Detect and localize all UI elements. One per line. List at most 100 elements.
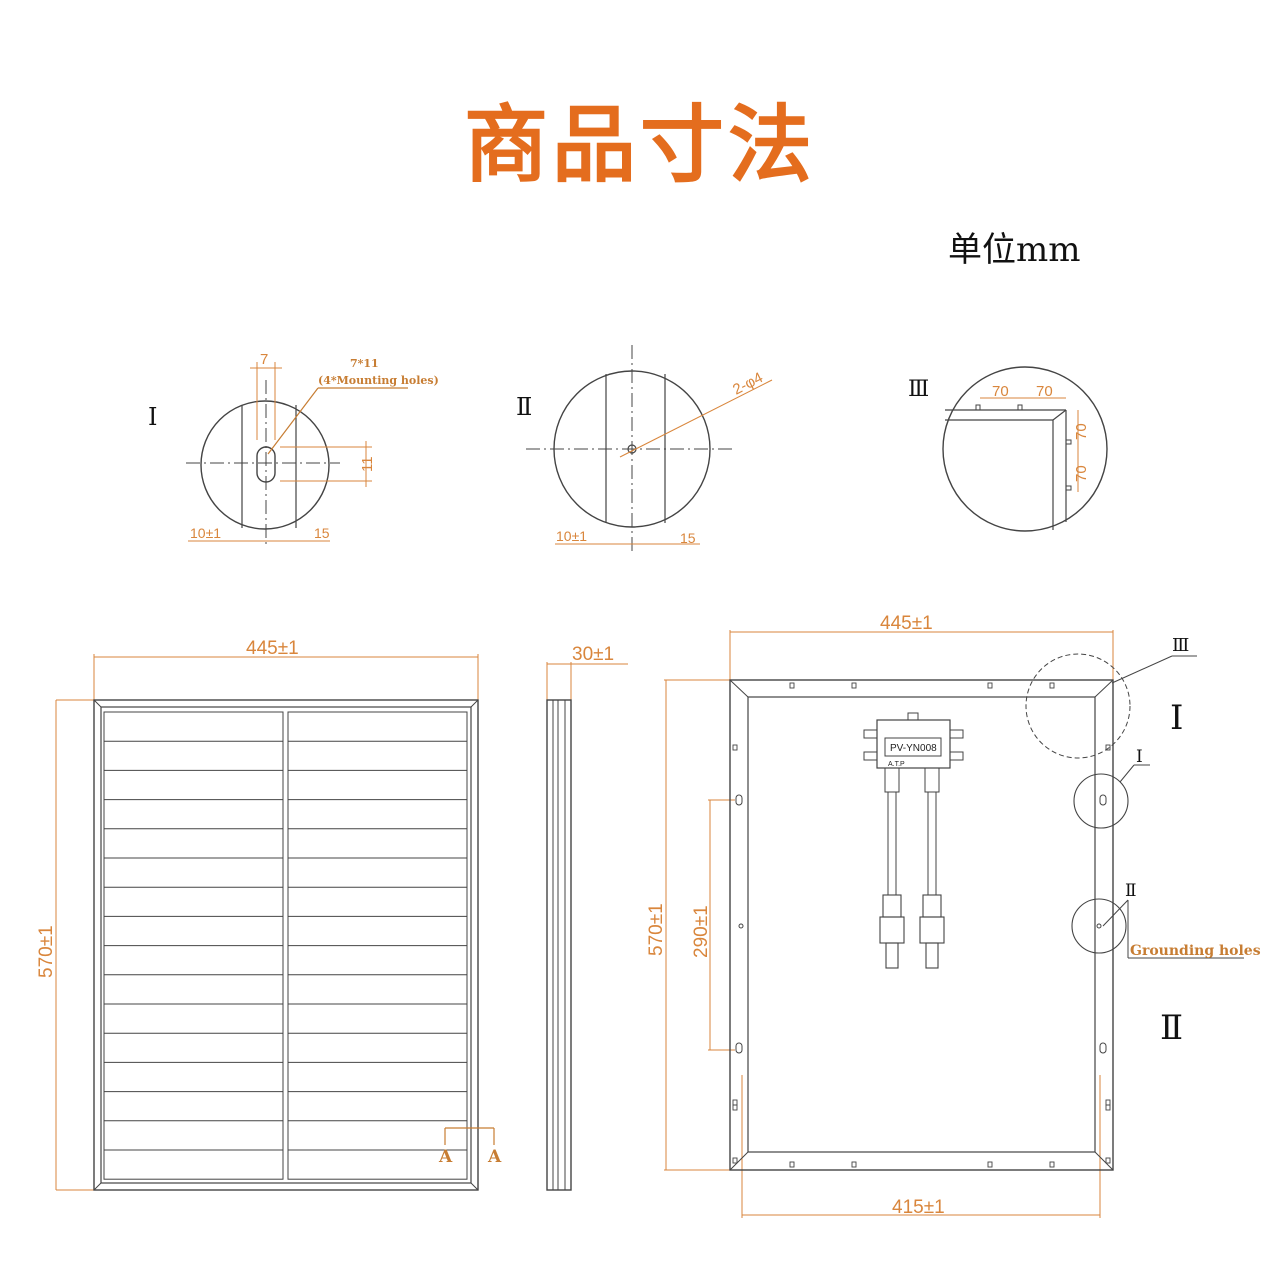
junction-box-label: PV-YN008 <box>890 743 937 754</box>
junction-box-tab <box>949 751 964 761</box>
section-mark-left: A <box>438 1147 453 1167</box>
back-frame-corner <box>729 679 749 698</box>
connector-right <box>925 942 939 969</box>
frame-notch <box>732 744 738 751</box>
detail-3-mount-notch <box>1017 404 1023 411</box>
junction-box-clip <box>907 712 919 721</box>
detail-2-offset-dim: 10±1 <box>556 528 587 544</box>
leader-line <box>1119 764 1135 783</box>
detail-1: Ⅰ 7 7*11 (4*Mounting holes) 11 10±1 15 <box>148 351 439 545</box>
section-mark-right: A <box>487 1147 502 1167</box>
frame-notches <box>732 682 1111 1168</box>
frame-notch <box>851 1161 857 1168</box>
cable-gland <box>884 767 900 793</box>
detail-2-edge-dim: 15 <box>680 530 696 546</box>
frame-notch <box>732 1104 738 1111</box>
front-frame-corner <box>93 1182 102 1191</box>
junction-box: PV-YN008 A.T.P <box>863 712 964 969</box>
detail-3-callout-circle <box>1025 653 1131 759</box>
back-outer-frame <box>729 679 1114 1171</box>
detail-3: Ⅲ 70 70 70 70 <box>908 366 1108 532</box>
detail-1-circle <box>200 400 330 530</box>
connector-right <box>922 894 942 918</box>
frame-notch <box>1049 682 1055 689</box>
grounding-hole <box>738 923 744 929</box>
side-label-2: Ⅱ <box>1160 1008 1183 1048</box>
side-frame-outline <box>546 699 572 1191</box>
slot-width-dim: 7 <box>260 351 268 368</box>
hole-size-label: 2-φ4 <box>730 369 766 398</box>
side-thickness-dim: 30±1 <box>572 644 614 665</box>
grounding-note: Grounding holes <box>1130 943 1261 959</box>
detail-2-label: Ⅱ <box>516 393 532 421</box>
back-frame-corner <box>729 1151 749 1171</box>
detail-1-label: Ⅰ <box>148 403 157 431</box>
back-view: 445±1 570±1 290±1 415±1 <box>646 613 1261 1218</box>
junction-box-tab <box>863 751 878 761</box>
junction-box-tab <box>949 729 964 739</box>
detail-2: Ⅱ 2-φ4 10±1 15 <box>516 345 773 555</box>
callout-1-label: Ⅰ <box>1136 747 1143 767</box>
page-title: 商品寸法 <box>463 96 816 194</box>
frame-notch <box>1049 1161 1055 1168</box>
front-outer-frame <box>93 699 479 1191</box>
mounting-hole <box>1099 794 1107 806</box>
cable-gland <box>924 767 940 793</box>
front-view: 445±1 570±1 A A <box>36 638 502 1191</box>
leader-line <box>619 379 773 458</box>
connector-left <box>882 894 902 918</box>
back-frame-corner <box>1094 1151 1114 1171</box>
frame-notch <box>1105 1099 1111 1106</box>
detail-1-callout-circle <box>1073 773 1129 829</box>
unit-label: 单位mm <box>948 230 1081 270</box>
frame-notch <box>789 1161 795 1168</box>
connector-left <box>885 942 899 969</box>
connector-left <box>879 916 905 944</box>
frame-notch <box>987 682 993 689</box>
mounting-hole <box>735 794 743 806</box>
front-width-dim: 445±1 <box>246 638 299 659</box>
back-height-dim: 570±1 <box>646 903 667 956</box>
frame-notch <box>1105 1104 1111 1111</box>
junction-box-sublabel: A.T.P <box>888 761 905 768</box>
junction-box-label-plate <box>884 737 942 757</box>
frame-notch <box>789 682 795 689</box>
frame-notch <box>1105 1157 1111 1164</box>
frame-notch <box>987 1161 993 1168</box>
frame-notch <box>851 682 857 689</box>
detail-3-dim-h1: 70 <box>992 383 1009 400</box>
slot-height-dim: 11 <box>359 456 376 472</box>
slot-size-label: 7*11 <box>350 357 379 370</box>
leader-line <box>1102 899 1129 927</box>
back-frame-corner <box>1094 679 1114 698</box>
callout-2-label: Ⅱ <box>1125 881 1137 901</box>
detail-3-dim-v1: 70 <box>1073 423 1090 440</box>
detail-3-mount-notch <box>975 404 981 411</box>
front-frame-corner <box>470 699 479 708</box>
detail-1-mounting-slot <box>256 446 276 483</box>
detail-3-dim-h2: 70 <box>1036 383 1053 400</box>
detail-1-offset-dim: 10±1 <box>190 525 221 541</box>
detail-3-mount-notch <box>1065 485 1072 491</box>
back-inner-frame <box>747 696 1096 1153</box>
hole-spacing-dim: 290±1 <box>691 905 712 958</box>
connector-right <box>919 916 945 944</box>
detail-3-mount-notch <box>1065 439 1072 445</box>
slot-note-label: (4*Mounting holes) <box>318 374 439 387</box>
callout-3-label: Ⅲ <box>1172 635 1189 656</box>
front-inner-frame <box>100 706 472 1184</box>
side-view: 30±1 <box>546 644 628 1191</box>
mounting-hole <box>735 1042 743 1054</box>
leader-line <box>1111 655 1173 684</box>
frame-notch <box>732 1157 738 1164</box>
front-height-dim: 570±1 <box>36 925 57 978</box>
detail-1-edge-dim: 15 <box>314 525 330 541</box>
solar-cell-grid <box>103 711 468 1180</box>
front-frame-corner <box>470 1182 479 1191</box>
detail-3-frame-line <box>1052 409 1067 421</box>
frame-notch <box>1105 744 1111 751</box>
junction-box-tab <box>863 729 878 739</box>
back-width-dim: 445±1 <box>880 613 933 634</box>
frame-notch <box>732 1099 738 1106</box>
